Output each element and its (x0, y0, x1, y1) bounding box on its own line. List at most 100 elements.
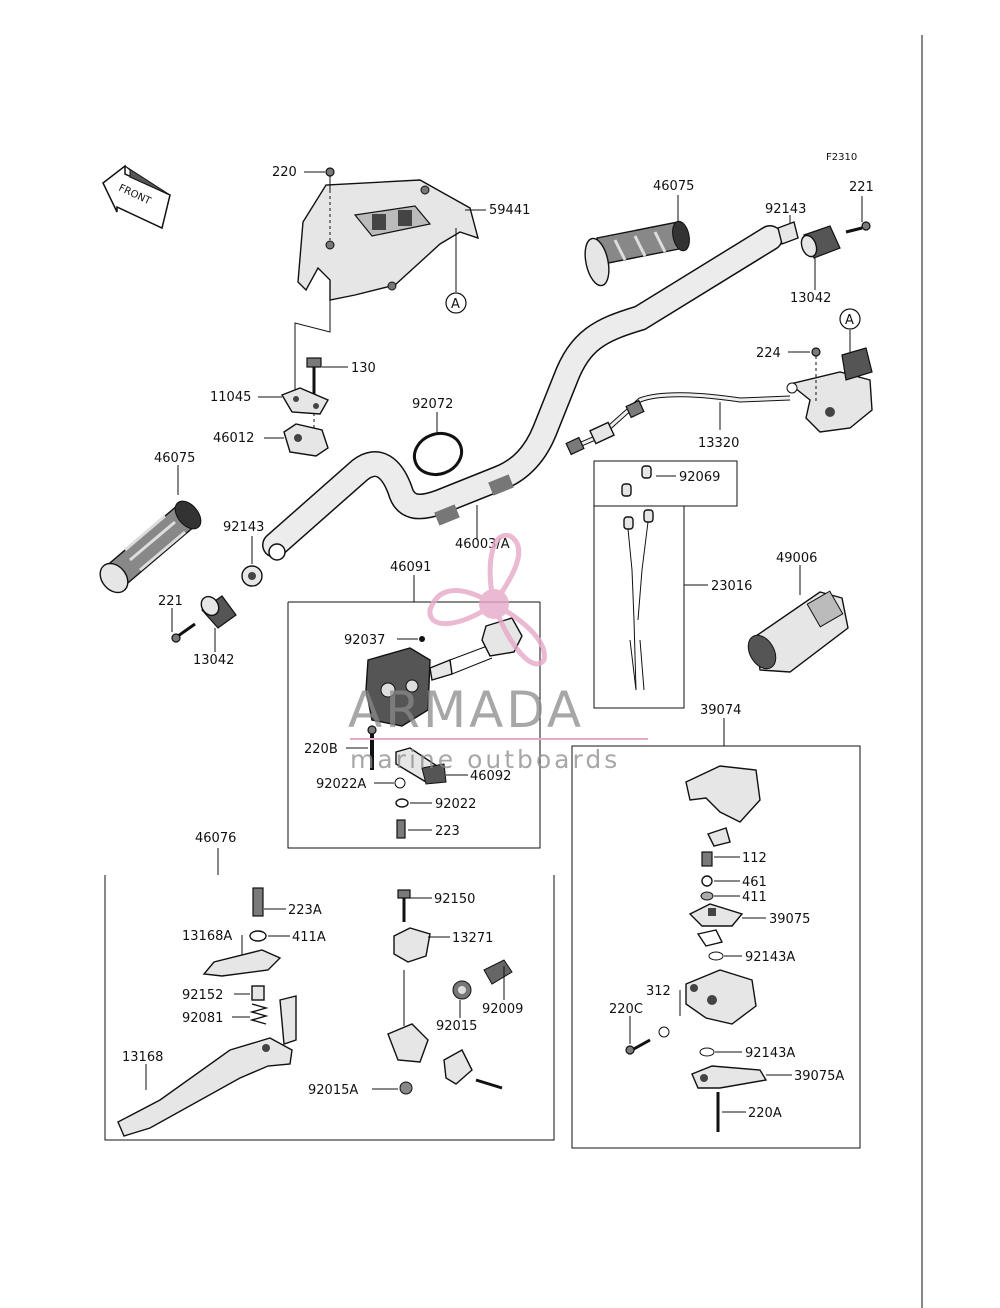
callout-221-left: 221 (158, 594, 183, 609)
switch-body-lower (685, 969, 757, 1025)
end-cap-13042-right (800, 225, 841, 259)
ref-circle-a-cover (445, 292, 467, 314)
watermark-brand: ARMADA (348, 681, 584, 739)
screw-224 (811, 347, 821, 402)
screw-220c (625, 1026, 670, 1055)
callout-13168a: 13168A (182, 929, 232, 944)
callout-92015: 92015 (436, 1019, 477, 1034)
callout-92022: 92022 (435, 797, 476, 812)
bolt-220-top (325, 167, 335, 240)
clip (707, 827, 731, 847)
wire-harness-23016 (621, 465, 654, 691)
callout-13271: 13271 (452, 931, 493, 946)
callout-59441: 59441 (489, 203, 530, 218)
bushing-92152 (251, 985, 265, 1001)
callout-39075: 39075 (769, 912, 810, 927)
plate-39075 (688, 903, 744, 927)
callout-92037: 92037 (344, 633, 385, 648)
switch-cover-top (685, 765, 761, 823)
bolt-223a (252, 887, 264, 917)
screw-223 (396, 819, 406, 839)
callout-23016: 23016 (711, 579, 752, 594)
callout-a-cover: A (451, 297, 460, 312)
callout-312: 312 (646, 984, 671, 999)
lever-46092 (395, 747, 447, 785)
ref-circle-a-switch (839, 308, 861, 330)
spacer-92143-left (241, 565, 263, 587)
callout-13320: 13320 (698, 436, 739, 451)
callout-220c: 220C (609, 1002, 643, 1017)
gear-92015 (452, 980, 472, 1000)
callout-92143a-1: 92143A (745, 950, 795, 965)
callout-a-switch: A (845, 313, 854, 328)
callout-13042-right: 13042 (790, 291, 831, 306)
perch-assembly (387, 1023, 503, 1095)
callout-221-right: 221 (849, 180, 874, 195)
callout-92015a: 92015A (308, 1083, 358, 1098)
callout-39075a: 39075A (794, 1069, 844, 1084)
grip-right-46075 (584, 220, 690, 287)
callout-11045: 11045 (210, 390, 251, 405)
washer-411 (700, 891, 714, 901)
callout-46092: 46092 (470, 769, 511, 784)
callout-46075-left: 46075 (154, 451, 195, 466)
callout-92009: 92009 (482, 1002, 523, 1017)
callout-220-top: 220 (272, 165, 297, 180)
callout-49006: 49006 (776, 551, 817, 566)
callout-411a: 411A (292, 930, 326, 945)
switch-92009 (483, 959, 513, 1000)
callout-220b: 220B (304, 742, 338, 757)
callout-130: 130 (351, 361, 376, 376)
holder-13271 (393, 927, 431, 963)
washer-411a (249, 930, 267, 942)
callout-46091: 46091 (390, 560, 431, 575)
clutch-lever-13168 (117, 995, 297, 1137)
callout-13168: 13168 (122, 1050, 163, 1065)
callout-223: 223 (435, 824, 460, 839)
callout-13042-left: 13042 (193, 653, 234, 668)
callout-92150: 92150 (434, 892, 475, 907)
callout-92143-left: 92143 (223, 520, 264, 535)
callout-224: 224 (756, 346, 781, 361)
bar-end-left (268, 543, 286, 561)
clamp-holder-46012 (283, 423, 329, 457)
screw-221-right (845, 221, 871, 234)
washer-92022 (395, 798, 409, 808)
callout-46012: 46012 (213, 431, 254, 446)
bolt-92150 (397, 889, 411, 922)
end-cap-13042-left (200, 595, 237, 629)
callout-92081: 92081 (182, 1011, 223, 1026)
callout-112: 112 (742, 851, 767, 866)
washer-92143a-2 (699, 1047, 715, 1057)
screw-221-left (171, 622, 196, 643)
spring (696, 929, 724, 947)
callout-46075-right: 46075 (653, 179, 694, 194)
bolt-112 (701, 851, 713, 867)
callout-220a: 220A (748, 1106, 782, 1121)
lever-39075a (691, 1065, 768, 1089)
switch-housing (365, 617, 523, 727)
spring-92081 (249, 1003, 269, 1025)
handlebar-46003a (262, 225, 783, 558)
band-92072 (412, 431, 464, 477)
washer-92022a (394, 777, 406, 789)
switch-cover-49006 (747, 590, 849, 673)
figure-code: F2310 (826, 152, 857, 163)
callout-461: 461 (742, 875, 767, 890)
callout-92072: 92072 (412, 397, 453, 412)
callout-92152: 92152 (182, 988, 223, 1003)
watermark-tagline: marine outboards (350, 745, 620, 774)
ring-461 (701, 875, 713, 887)
callout-46076: 46076 (195, 831, 236, 846)
callout-92143a-2: 92143A (745, 1046, 795, 1061)
callout-92069: 92069 (679, 470, 720, 485)
spacer-92143-right (777, 221, 799, 245)
throttle-housing (786, 347, 873, 433)
callout-92022a: 92022A (316, 777, 366, 792)
washer-92143a-1 (708, 951, 724, 961)
armada-watermark-logo (427, 533, 547, 667)
clamp-plate-11045 (280, 387, 329, 415)
throttle-cable-13320 (565, 392, 791, 456)
